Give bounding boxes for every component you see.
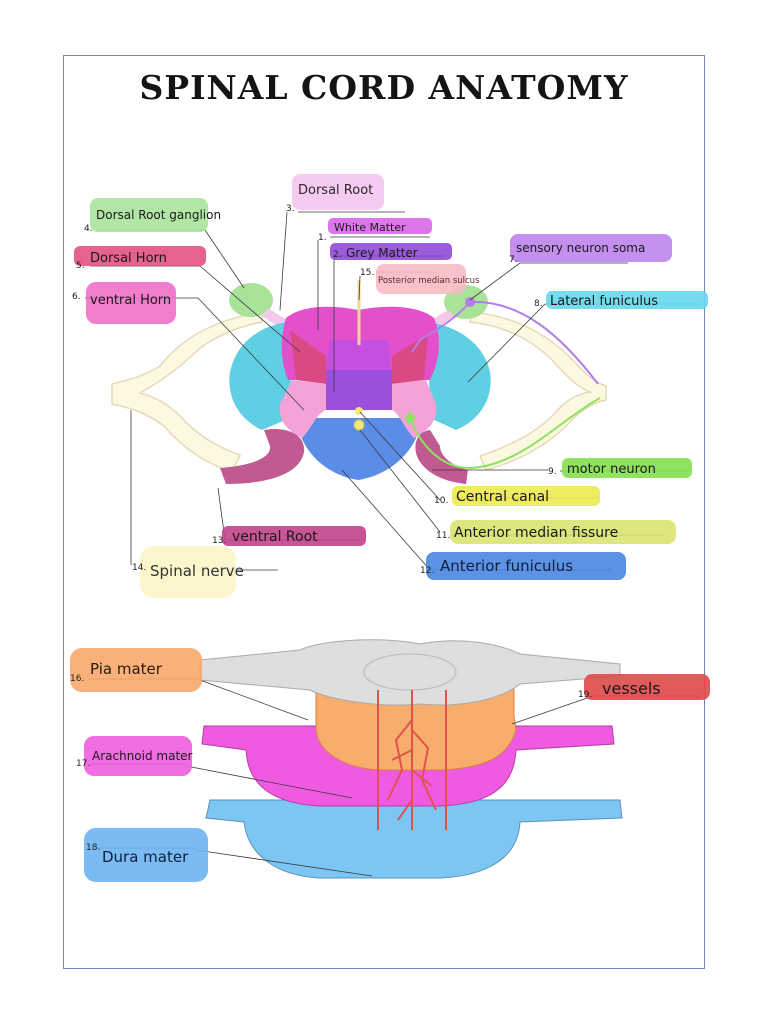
central-canal-mark [353,419,365,431]
label-6-highlight [86,282,176,324]
label-2-text: Grey Matter [346,246,418,260]
grey-matter [326,370,392,410]
label-6-number: 6. [72,292,81,302]
label-10-text: Central canal [456,489,549,505]
labels: 1. White Matter 2. Grey Matter 3. Dorsal… [70,174,710,882]
label-19-text: vessels [602,679,661,698]
label-8-number: 8. [534,299,543,309]
label-18-highlight [84,828,208,882]
label-16-text: Pia mater [90,660,163,678]
label-8-highlight [546,291,708,309]
label-10-highlight [452,486,600,506]
page-title: SPINAL CORD ANATOMY [139,68,629,107]
spinal-cord-top [199,639,621,706]
label-11-highlight [450,520,676,544]
label-3-text: Dorsal Root [298,183,373,198]
grey-matter-upper [326,340,392,370]
vessel-network [377,690,447,830]
label-18-number: 18. [86,843,100,853]
right-dorsal-horn [392,334,428,384]
label-11-text: Anterior median fissure [454,525,618,541]
grey-matter-outline [363,653,457,691]
label-14-text: Spinal nerve [150,562,244,580]
label-19-highlight [584,674,710,700]
right-ventral-horn [392,380,437,438]
right-lateral-funiculus [428,322,491,430]
sensory-neuron-axon [469,300,599,385]
label-2-number: 2. [333,250,342,260]
label-14-number: 14. [132,563,146,573]
label-19-number: 19. [578,690,592,700]
label-1-text: White Matter [334,221,406,234]
label-9-text: motor neuron [567,462,656,477]
label-17-text: Arachnoid mater [92,749,193,763]
label-3-highlight [292,174,384,210]
label-9-number: 9. [548,467,557,477]
label-15-text: Posterior median sulcus [378,276,480,286]
label-12-highlight [426,552,626,580]
label-18-text: Dura mater [102,848,189,866]
anterior-funiculus [296,418,422,480]
label-1-number: 1. [318,233,327,243]
label-16-highlight [70,648,202,692]
label-4-number: 4. [84,224,93,234]
motor-neuron-axon [409,397,601,470]
label-15-highlight [376,264,466,294]
label-8-text: Lateral funiculus [550,294,658,309]
pia-mater-layer [315,683,517,771]
label-13-highlight [222,526,366,546]
label-11-number: 11. [436,531,450,541]
meninges-view [199,639,623,879]
label-1-highlight [328,218,432,234]
label-15-number: 15. [360,268,374,278]
left-ventral-root [220,428,305,484]
cross-section [111,280,607,484]
label-7-text: sensory neuron soma [516,241,645,255]
label-7-number: 7. [509,255,518,265]
label-16-number: 16. [70,674,84,684]
label-5-text: Dorsal Horn [90,251,167,266]
right-ventral-root [415,430,468,484]
label-10-number: 10. [434,496,448,506]
label-14-highlight [140,546,236,598]
label-3-number: 3. [286,204,295,214]
label-2-highlight [330,243,452,260]
label-9-highlight [562,458,692,478]
left-lateral-funiculus [229,322,292,430]
label-17-highlight [84,736,192,776]
label-12-text: Anterior funiculus [440,557,573,575]
label-5-highlight [74,246,206,266]
label-17-number: 17. [76,759,90,769]
label-6-text: ventral Horn [90,293,171,308]
right-spinal-nerve [469,311,607,471]
left-dorsal-root-ganglion [229,283,273,317]
sensory-neuron-fiber [411,301,471,353]
label-4-highlight [90,198,208,232]
label-5-number: 5. [76,261,85,271]
label-7-highlight [510,234,672,262]
dura-mater-layer [205,799,623,879]
left-dorsal-horn [290,330,326,384]
label-13-number: 13. [212,536,226,546]
label-4-text: Dorsal Root ganglion [96,208,221,222]
label-12-number: 12. [420,566,434,576]
label-13-text: ventral Root [232,529,318,545]
